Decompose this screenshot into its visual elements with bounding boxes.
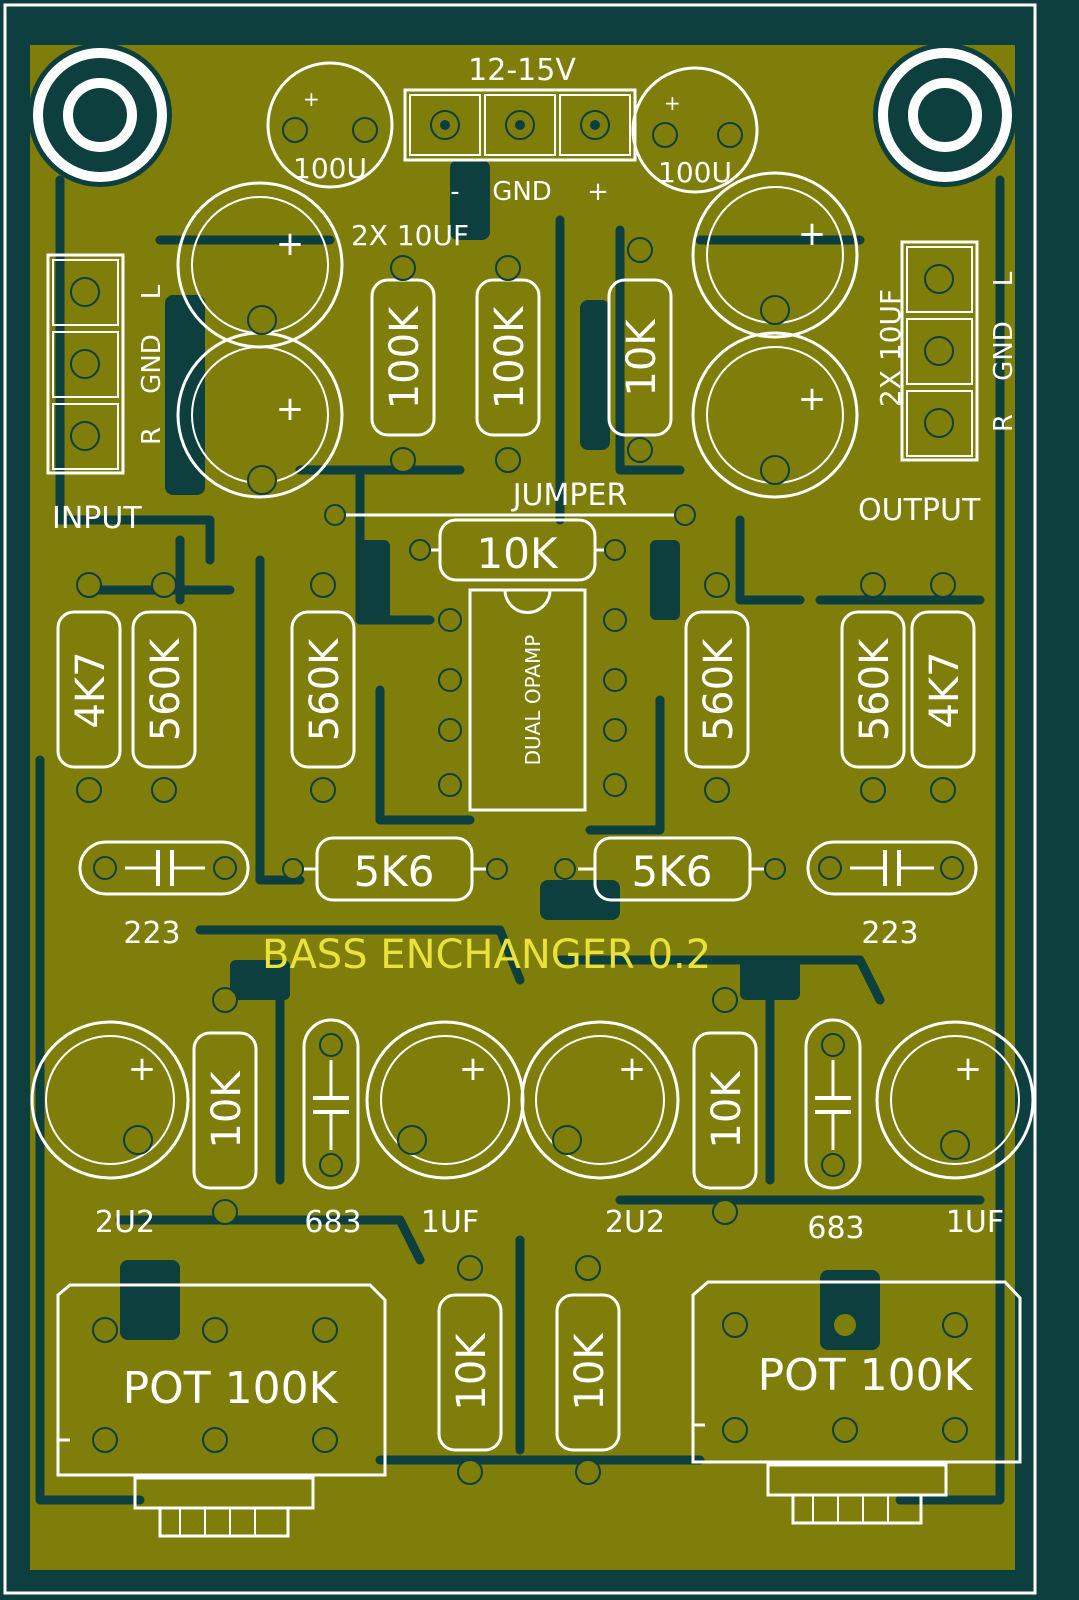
input-cap-top-plus: + [276, 224, 305, 264]
cap-100u-left-label: 100U [293, 152, 367, 185]
resistor-jumper-label: 10K [477, 529, 559, 578]
cap-1uf-left: + 1UF [365, 1020, 525, 1240]
resistor-bottom-left: 10K [437, 1255, 503, 1485]
input-caps-label: 2X 10UF [351, 219, 469, 252]
resistor-jumper: 10K [409, 518, 626, 582]
resistor-mid-left-1: 4K7 [56, 572, 122, 803]
resistor-mid-right-3: 4K7 [910, 572, 976, 803]
jumper-label: JUMPER [511, 478, 628, 513]
input-cap-bottom-plus: + [276, 389, 305, 429]
input-pin-gnd: GND [137, 334, 167, 394]
pot-right: POT 100K [691, 1280, 1022, 1525]
isolation-gaps [35, 175, 1005, 1505]
cap-683-right: 683 [804, 1018, 865, 1246]
cap-1uf-right-label: 1UF [946, 1205, 1004, 1240]
resistor-bottom-right-label: 10K [567, 1332, 613, 1411]
power-pin-plus: + [587, 177, 609, 207]
resistor-bottom-right: 10K [555, 1255, 621, 1485]
cap-100u-left-plus: + [303, 87, 320, 111]
pot-left-label: POT 100K [123, 1363, 339, 1414]
resistor-mid-left-3-label: 560K [302, 637, 348, 741]
cap-223-right-label: 223 [861, 916, 918, 951]
resistor-bottom-left-label: 10K [449, 1332, 495, 1411]
pot-left: POT 100K [56, 1283, 387, 1538]
mounting-hole-right [873, 43, 1017, 187]
dual-opamp: DUAL OPAMP [438, 588, 627, 812]
power-label: 12-15V [468, 53, 576, 88]
cap-2u2-right-label: 2U2 [605, 1205, 665, 1240]
resistor-5k6-left: 5K6 [282, 836, 508, 902]
power-pin-minus: - [450, 177, 459, 207]
mounting-hole-left [28, 43, 172, 187]
power-connector: 12-15V - GND + [403, 53, 637, 207]
opamp-label: DUAL OPAMP [521, 635, 545, 766]
cap-1uf-right: + 1UF [875, 1020, 1035, 1240]
pot-right-label: POT 100K [758, 1350, 974, 1401]
resistor-10k-lower-right: 10K [692, 987, 758, 1225]
cap-223-left: 223 [78, 840, 250, 951]
resistor-mid-left-3: 560K [290, 572, 356, 803]
output-pin-gnd: GND [989, 321, 1019, 381]
cap-1uf-left-plus: + [459, 1049, 488, 1089]
resistor-mid-left-2: 560K [131, 572, 197, 803]
output-label: OUTPUT [858, 493, 981, 528]
cap-2u2-left: + 2U2 [30, 1020, 190, 1240]
resistor-top-1: 100K [370, 255, 436, 473]
cap-683-left-label: 683 [304, 1205, 361, 1240]
resistor-10k-lower-right-label: 10K [704, 1070, 750, 1149]
cap-2u2-right-plus: + [618, 1049, 647, 1089]
resistor-5k6-left-label: 5K6 [354, 847, 435, 896]
board-outline [3, 3, 1037, 1595]
cap-100u-right-label: 100U [658, 156, 732, 189]
resistor-10k-lower-left-label: 10K [204, 1070, 250, 1149]
resistor-top-3: 10K [607, 237, 673, 463]
cap-223-left-label: 223 [123, 916, 180, 951]
output-cap-bottom-plus: + [798, 379, 827, 419]
resistor-top-1-label: 100K [382, 305, 428, 409]
resistor-top-3-label: 10K [619, 318, 665, 397]
output-connector: L GND R OUTPUT 2X 10UF [858, 240, 1019, 528]
input-pin-r: R [137, 427, 167, 445]
cap-100u-left: + 100U [266, 61, 394, 189]
resistor-mid-right-2-label: 560K [852, 637, 898, 741]
resistor-5k6-right: 5K6 [554, 836, 786, 902]
resistor-mid-right-1-label: 560K [696, 637, 742, 741]
resistor-mid-left-2-label: 560K [143, 637, 189, 741]
resistor-top-2-label: 100K [487, 305, 533, 409]
output-pin-l: L [989, 271, 1019, 286]
resistor-5k6-right-label: 5K6 [632, 847, 713, 896]
cap-1uf-right-plus: + [954, 1049, 983, 1089]
output-caps-label: 2X 10UF [874, 289, 907, 407]
cap-2u2-left-label: 2U2 [95, 1205, 155, 1240]
jumper: JUMPER [324, 478, 696, 526]
output-pin-r: R [989, 414, 1019, 432]
resistor-mid-right-2: 560K [840, 572, 906, 803]
output-cap-top-plus: + [798, 214, 827, 254]
cap-2u2-right: + 2U2 [520, 1020, 680, 1240]
input-label: INPUT [52, 501, 142, 536]
power-pin-gnd: GND [492, 177, 552, 207]
resistor-mid-right-1: 560K [684, 572, 750, 803]
input-connector: L GND R INPUT [46, 253, 167, 536]
input-caps: + + 2X 10UF [176, 181, 469, 499]
resistor-mid-left-1-label: 4K7 [68, 651, 114, 728]
cap-683-left: 683 [302, 1018, 362, 1240]
cap-223-right: 223 [806, 840, 978, 951]
cap-100u-right: + 100U [631, 66, 759, 194]
cap-1uf-left-label: 1UF [421, 1205, 479, 1240]
input-pin-l: L [137, 284, 167, 299]
cap-2u2-left-plus: + [128, 1049, 157, 1089]
output-caps: + + [691, 171, 859, 499]
resistor-mid-right-3-label: 4K7 [922, 651, 968, 728]
cap-683-right-label: 683 [807, 1211, 864, 1246]
resistor-10k-lower-left: 10K [192, 987, 258, 1225]
resistor-top-2: 100K [475, 255, 541, 473]
board-title: BASS ENCHANGER 0.2 [262, 932, 711, 978]
cap-100u-right-plus: + [664, 91, 681, 115]
